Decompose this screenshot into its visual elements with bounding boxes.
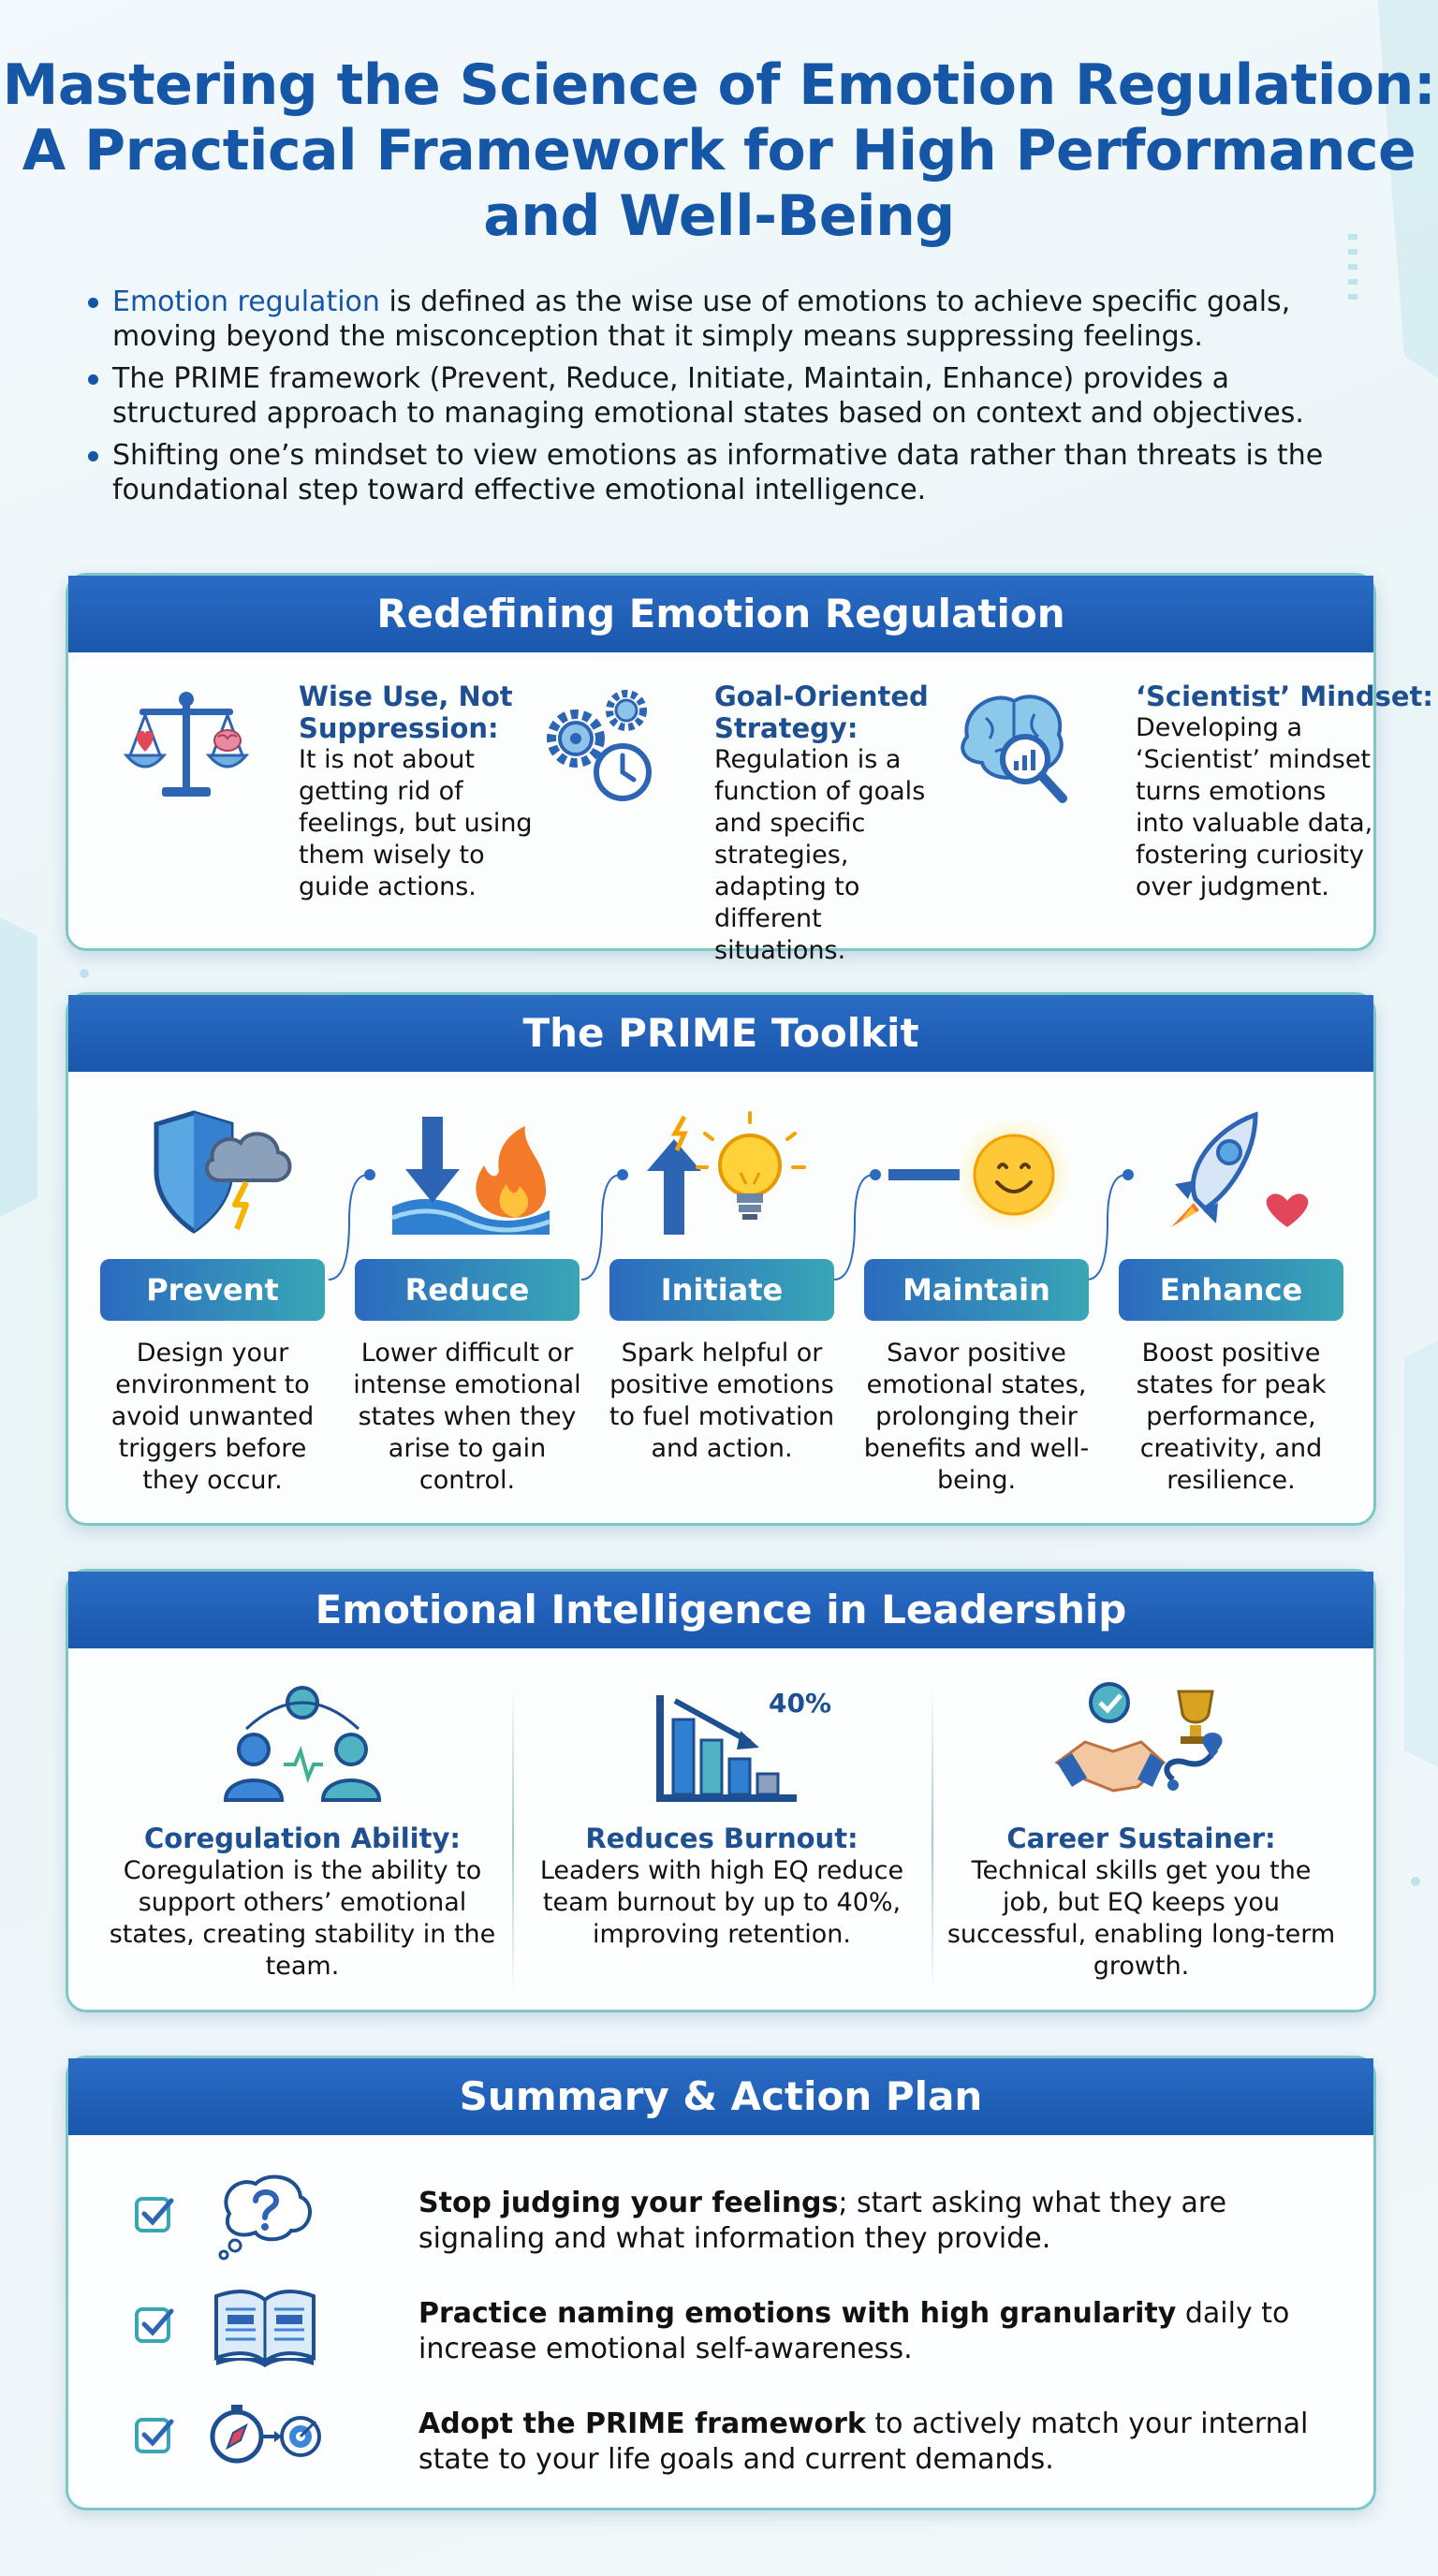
leadership-title: Career Sustainer:: [1006, 1822, 1276, 1854]
column-divider: [512, 1686, 514, 1995]
concept-title: Wise Use, Not Suppression:: [299, 681, 513, 744]
concept-goal-oriented: Goal-Oriented Strategy: Regulation is a …: [536, 681, 939, 965]
shield-storm-icon: [154, 1110, 292, 1234]
action-item: Practice naming emotions with high granu…: [134, 2277, 1332, 2371]
key-points-list: Emotion regulation is defined as the wis…: [86, 285, 1378, 515]
rocket-heart-icon: [1171, 1111, 1309, 1227]
leadership-desc: Technical skills get you the job, but EQ…: [946, 1856, 1336, 1981]
concept-desc: Regulation is a function of goals and sp…: [714, 745, 926, 965]
prime-step-desc: Lower difficult or intense emotional sta…: [353, 1339, 581, 1495]
concept-scientist-mindset: ‘Scientist’ Mindset: Developing a ‘Scien…: [948, 681, 1433, 961]
handshake-trophy-icon: [1054, 1682, 1223, 1793]
prime-step-desc: Design your environment to avoid unwante…: [110, 1339, 315, 1495]
section-redefining: Redefining Emotion Regulation Wise Use, …: [66, 573, 1433, 965]
open-book-icon: [214, 2290, 315, 2367]
checkbox-check-icon: [135, 2197, 174, 2232]
concept-text: ‘Scientist’ Mindset: Developing a ‘Scien…: [1136, 681, 1433, 903]
section-leadership: Emotional Intelligence in Leadership Cor…: [66, 1569, 1376, 2012]
gears-clock-icon: [547, 690, 652, 801]
action-item: Stop judging your feelings; start asking…: [134, 2167, 1332, 2261]
key-point-text: Shifting one’s mindset to view emotions …: [112, 439, 1324, 506]
prime-step-desc: Boost positive states for peak performan…: [1136, 1339, 1327, 1495]
people-pulse-icon: [223, 1686, 382, 1802]
arrow-down-flame-icon: [391, 1117, 550, 1235]
concept-desc: It is not about getting rid of feelings,…: [299, 745, 533, 901]
prime-step-label: Initiate: [609, 1259, 834, 1321]
action-text-rest: to actively match your internal state to…: [418, 2408, 1309, 2476]
concept-text: Goal-Oriented Strategy: Regulation is a …: [714, 681, 958, 967]
key-point: The PRIME framework (Prevent, Reduce, In…: [86, 361, 1378, 431]
section-heading: Redefining Emotion Regulation: [68, 576, 1373, 652]
prime-step-label: Reduce: [355, 1259, 580, 1321]
declining-bars-icon: 40%: [656, 1688, 831, 1802]
key-point-highlight: Emotion regulation: [112, 285, 380, 318]
key-point: Shifting one’s mindset to view emotions …: [86, 438, 1378, 507]
action-text-bold: Adopt the PRIME framework: [418, 2408, 866, 2440]
arrow-up-lightbulb-icon: [647, 1111, 806, 1235]
concept-title: ‘Scientist’ Mindset:: [1136, 681, 1433, 712]
section-prime-toolkit: The PRIME Toolkit Prevent Design your en…: [66, 992, 1376, 1526]
section-heading: Summary & Action Plan: [68, 2058, 1373, 2135]
checkbox-check-icon: [135, 2418, 174, 2453]
brain-magnifier-icon: [961, 695, 1067, 803]
leadership-career: Career Sustainer: Technical skills get y…: [945, 1676, 1338, 1983]
balance-scale-icon: [123, 692, 250, 797]
question-bubble-icon: [218, 2174, 312, 2261]
action-text-bold: Practice naming emotions with high granu…: [418, 2297, 1177, 2330]
key-point-text: is defined as the wise use of emotions t…: [112, 285, 1291, 353]
concept-wise-use: Wise Use, Not Suppression: It is not abo…: [121, 681, 533, 961]
leadership-title: Coregulation Ability:: [144, 1822, 461, 1854]
chart-percent-label: 40%: [769, 1688, 831, 1719]
checkbox-check-icon: [135, 2307, 174, 2343]
section-heading: Emotional Intelligence in Leadership: [68, 1572, 1373, 1648]
prime-step-label: Prevent: [100, 1259, 325, 1321]
section-action-plan: Summary & Action Plan Stop judging your …: [66, 2056, 1376, 2510]
leadership-desc: Leaders with high EQ reduce team burnout…: [539, 1856, 904, 1949]
prime-step-desc: Savor positive emotional states, prolong…: [863, 1339, 1090, 1495]
concept-text: Wise Use, Not Suppression: It is not abo…: [299, 681, 542, 903]
leadership-coregulation: Coregulation Ability: Coregulation is th…: [106, 1676, 499, 1983]
key-point: Emotion regulation is defined as the wis…: [86, 285, 1378, 354]
steady-smile-icon: [888, 1117, 1072, 1233]
action-text: Practice naming emotions with high granu…: [418, 2296, 1355, 2367]
action-text: Adopt the PRIME framework to actively ma…: [418, 2407, 1355, 2478]
leadership-title: Reduces Burnout:: [585, 1822, 858, 1854]
action-text: Stop judging your feelings; start asking…: [418, 2186, 1355, 2257]
leadership-desc: Coregulation is the ability to support o…: [109, 1856, 496, 1981]
concept-desc: Developing a ‘Scientist’ mindset turns e…: [1136, 713, 1373, 901]
prime-step-desc: Spark helpful or positive emotions to fu…: [609, 1339, 835, 1463]
action-text-rest: ; start asking what they are signaling a…: [418, 2187, 1227, 2255]
concept-title: Goal-Oriented Strategy:: [714, 681, 929, 744]
section-heading: The PRIME Toolkit: [68, 995, 1373, 1072]
action-text-bold: Stop judging your feelings: [418, 2187, 839, 2219]
key-point-text: The PRIME framework (Prevent, Reduce, In…: [112, 362, 1304, 430]
column-divider: [932, 1686, 933, 1995]
action-text-rest: daily to increase emotional self-awarene…: [418, 2297, 1290, 2365]
prime-step-label: Maintain: [864, 1259, 1089, 1321]
step-connectors: [328, 1169, 1134, 1281]
compass-target-icon: [210, 2405, 321, 2464]
page-title: Mastering the Science of Emotion Regulat…: [2, 52, 1436, 249]
action-item: Adopt the PRIME framework to actively ma…: [134, 2388, 1332, 2481]
prime-step-label: Enhance: [1119, 1259, 1343, 1321]
leadership-burnout: 40% Reduces Burnout: Leaders with high E…: [525, 1676, 918, 1951]
